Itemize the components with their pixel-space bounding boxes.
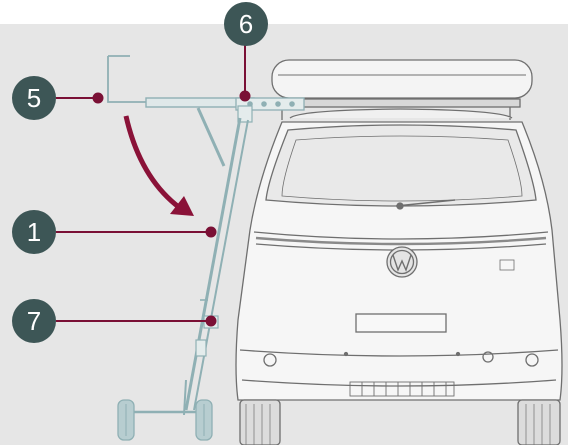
callout-5: 5 — [12, 76, 56, 120]
leader-dot-7 — [205, 315, 217, 327]
callout-7: 7 — [12, 299, 56, 343]
leader-lines — [56, 44, 251, 327]
vehicle-rear-view — [235, 59, 563, 445]
loading-ladder-icon — [107, 55, 305, 441]
callout-6: 6 — [224, 2, 268, 46]
vw-logo-icon — [386, 246, 418, 278]
leader-dot-6 — [239, 90, 251, 102]
callout-1: 1 — [12, 210, 56, 254]
curved-arrow-icon — [123, 115, 194, 216]
roof-box-icon — [261, 59, 533, 120]
leader-dot-5 — [92, 92, 104, 104]
leader-dot-1 — [205, 226, 217, 238]
